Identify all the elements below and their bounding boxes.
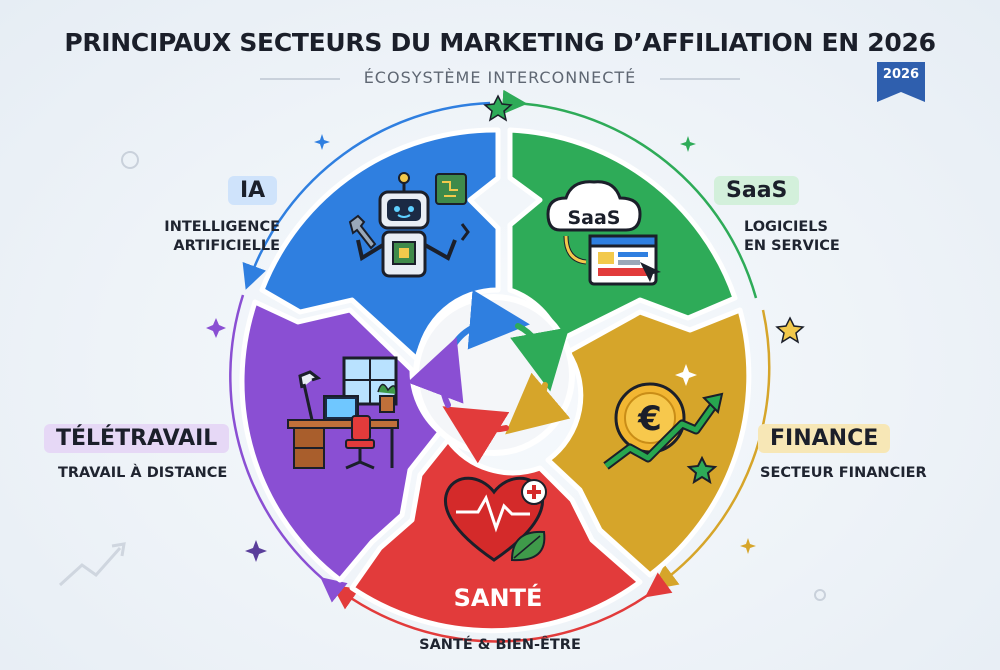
page-title: PRINCIPAUX SECTEURS DU MARKETING D’AFFIL…	[64, 28, 936, 57]
page-subtitle: ÉCOSYSTÈME INTERCONNECTÉ	[363, 68, 637, 87]
cloud-browser-icon: SaaS	[546, 180, 661, 286]
sector-subtitle-line: ARTIFICIELLE	[173, 238, 280, 254]
sante-segment-label: SANTÉ	[454, 583, 543, 612]
sector-tag-ia: IA	[228, 176, 278, 205]
sector-subtitle-finance: SECTEUR FINANCIER	[760, 464, 927, 483]
sector-subtitle-saas: LOGICIELS EN SERVICE	[744, 218, 840, 256]
sector-subtitle-line: TRAVAIL À DISTANCE	[58, 465, 228, 481]
sector-subtitle-line: LOGICIELS	[744, 219, 828, 235]
decorative-circle	[121, 151, 139, 169]
sector-tag-teletravail: TÉLÉTRAVAIL	[44, 424, 230, 453]
euro-coin-growth-icon: €	[603, 364, 724, 485]
sparkle-icon	[245, 540, 267, 562]
cycle-arrow-purple	[407, 336, 464, 408]
orbit-arc-green	[501, 89, 758, 299]
sector-subtitle-line: SECTEUR FINANCIER	[760, 465, 927, 481]
year-badge-ribbon	[877, 62, 925, 102]
sector-subtitle-teletravail: TRAVAIL À DISTANCE	[58, 464, 227, 483]
sparkle-icon	[206, 318, 226, 338]
orbit-arc-purple	[229, 294, 348, 603]
sector-tag-saas: SaaS	[714, 176, 800, 205]
subtitle-divider-right	[660, 78, 740, 80]
subtitle-divider-left	[260, 78, 340, 80]
sparkle-icon	[314, 134, 330, 150]
orbit-arc-blue	[242, 101, 491, 290]
euro-symbol: €	[637, 399, 662, 439]
sector-tag-finance: FINANCE	[758, 424, 891, 453]
cycle-arrow-red	[442, 406, 510, 464]
sector-subtitle-line: EN SERVICE	[744, 238, 840, 254]
home-office-desk-icon	[287, 356, 399, 470]
sparkle-icon	[740, 538, 756, 554]
saas-cloud-label: SaaS	[567, 207, 620, 229]
orbit-arc-gold	[652, 309, 771, 590]
decorative-trend-line	[58, 547, 122, 587]
top-star-icon	[483, 94, 513, 122]
subtitle-row: ÉCOSYSTÈME INTERCONNECTÉ	[260, 66, 740, 90]
outer-orbit-arcs	[229, 89, 771, 643]
orbit-arc-red	[331, 572, 673, 643]
decorative-circle	[814, 589, 826, 601]
cycle-arrow-green	[510, 323, 570, 392]
sector-subtitle-line: INTELLIGENCE	[164, 219, 280, 235]
sector-subtitle-ia: INTELLIGENCE ARTIFICIELLE	[130, 218, 280, 256]
sector-subtitle-sante: SANTÉ & BIEN-ÊTRE	[400, 636, 600, 655]
sparkle-icon	[680, 136, 696, 152]
year-badge-text: 2026	[882, 67, 920, 82]
sector-subtitle-line: SANTÉ & BIEN-ÊTRE	[419, 637, 581, 653]
center-cycle-arrows	[407, 289, 571, 464]
robot-icon	[348, 172, 470, 278]
heart-health-icon	[443, 476, 547, 562]
cycle-arrow-gold	[505, 372, 571, 435]
decorative-sparkles	[58, 94, 826, 601]
star-icon	[775, 316, 805, 344]
